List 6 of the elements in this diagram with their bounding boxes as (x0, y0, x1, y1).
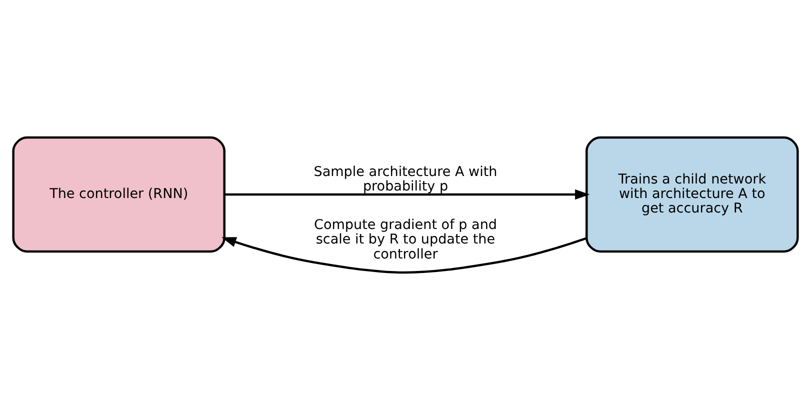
arrow (222, 236, 587, 274)
edge-label: Compute gradient of p and scale it by R to update the controller (314, 216, 497, 262)
edge-label: Sample architecture A with probability p (314, 163, 498, 194)
node-box: The controller (RNN) (12, 136, 226, 252)
node-box: Trains a child network with architecture A to get accuracy R (586, 136, 799, 252)
arrow (224, 188, 590, 200)
